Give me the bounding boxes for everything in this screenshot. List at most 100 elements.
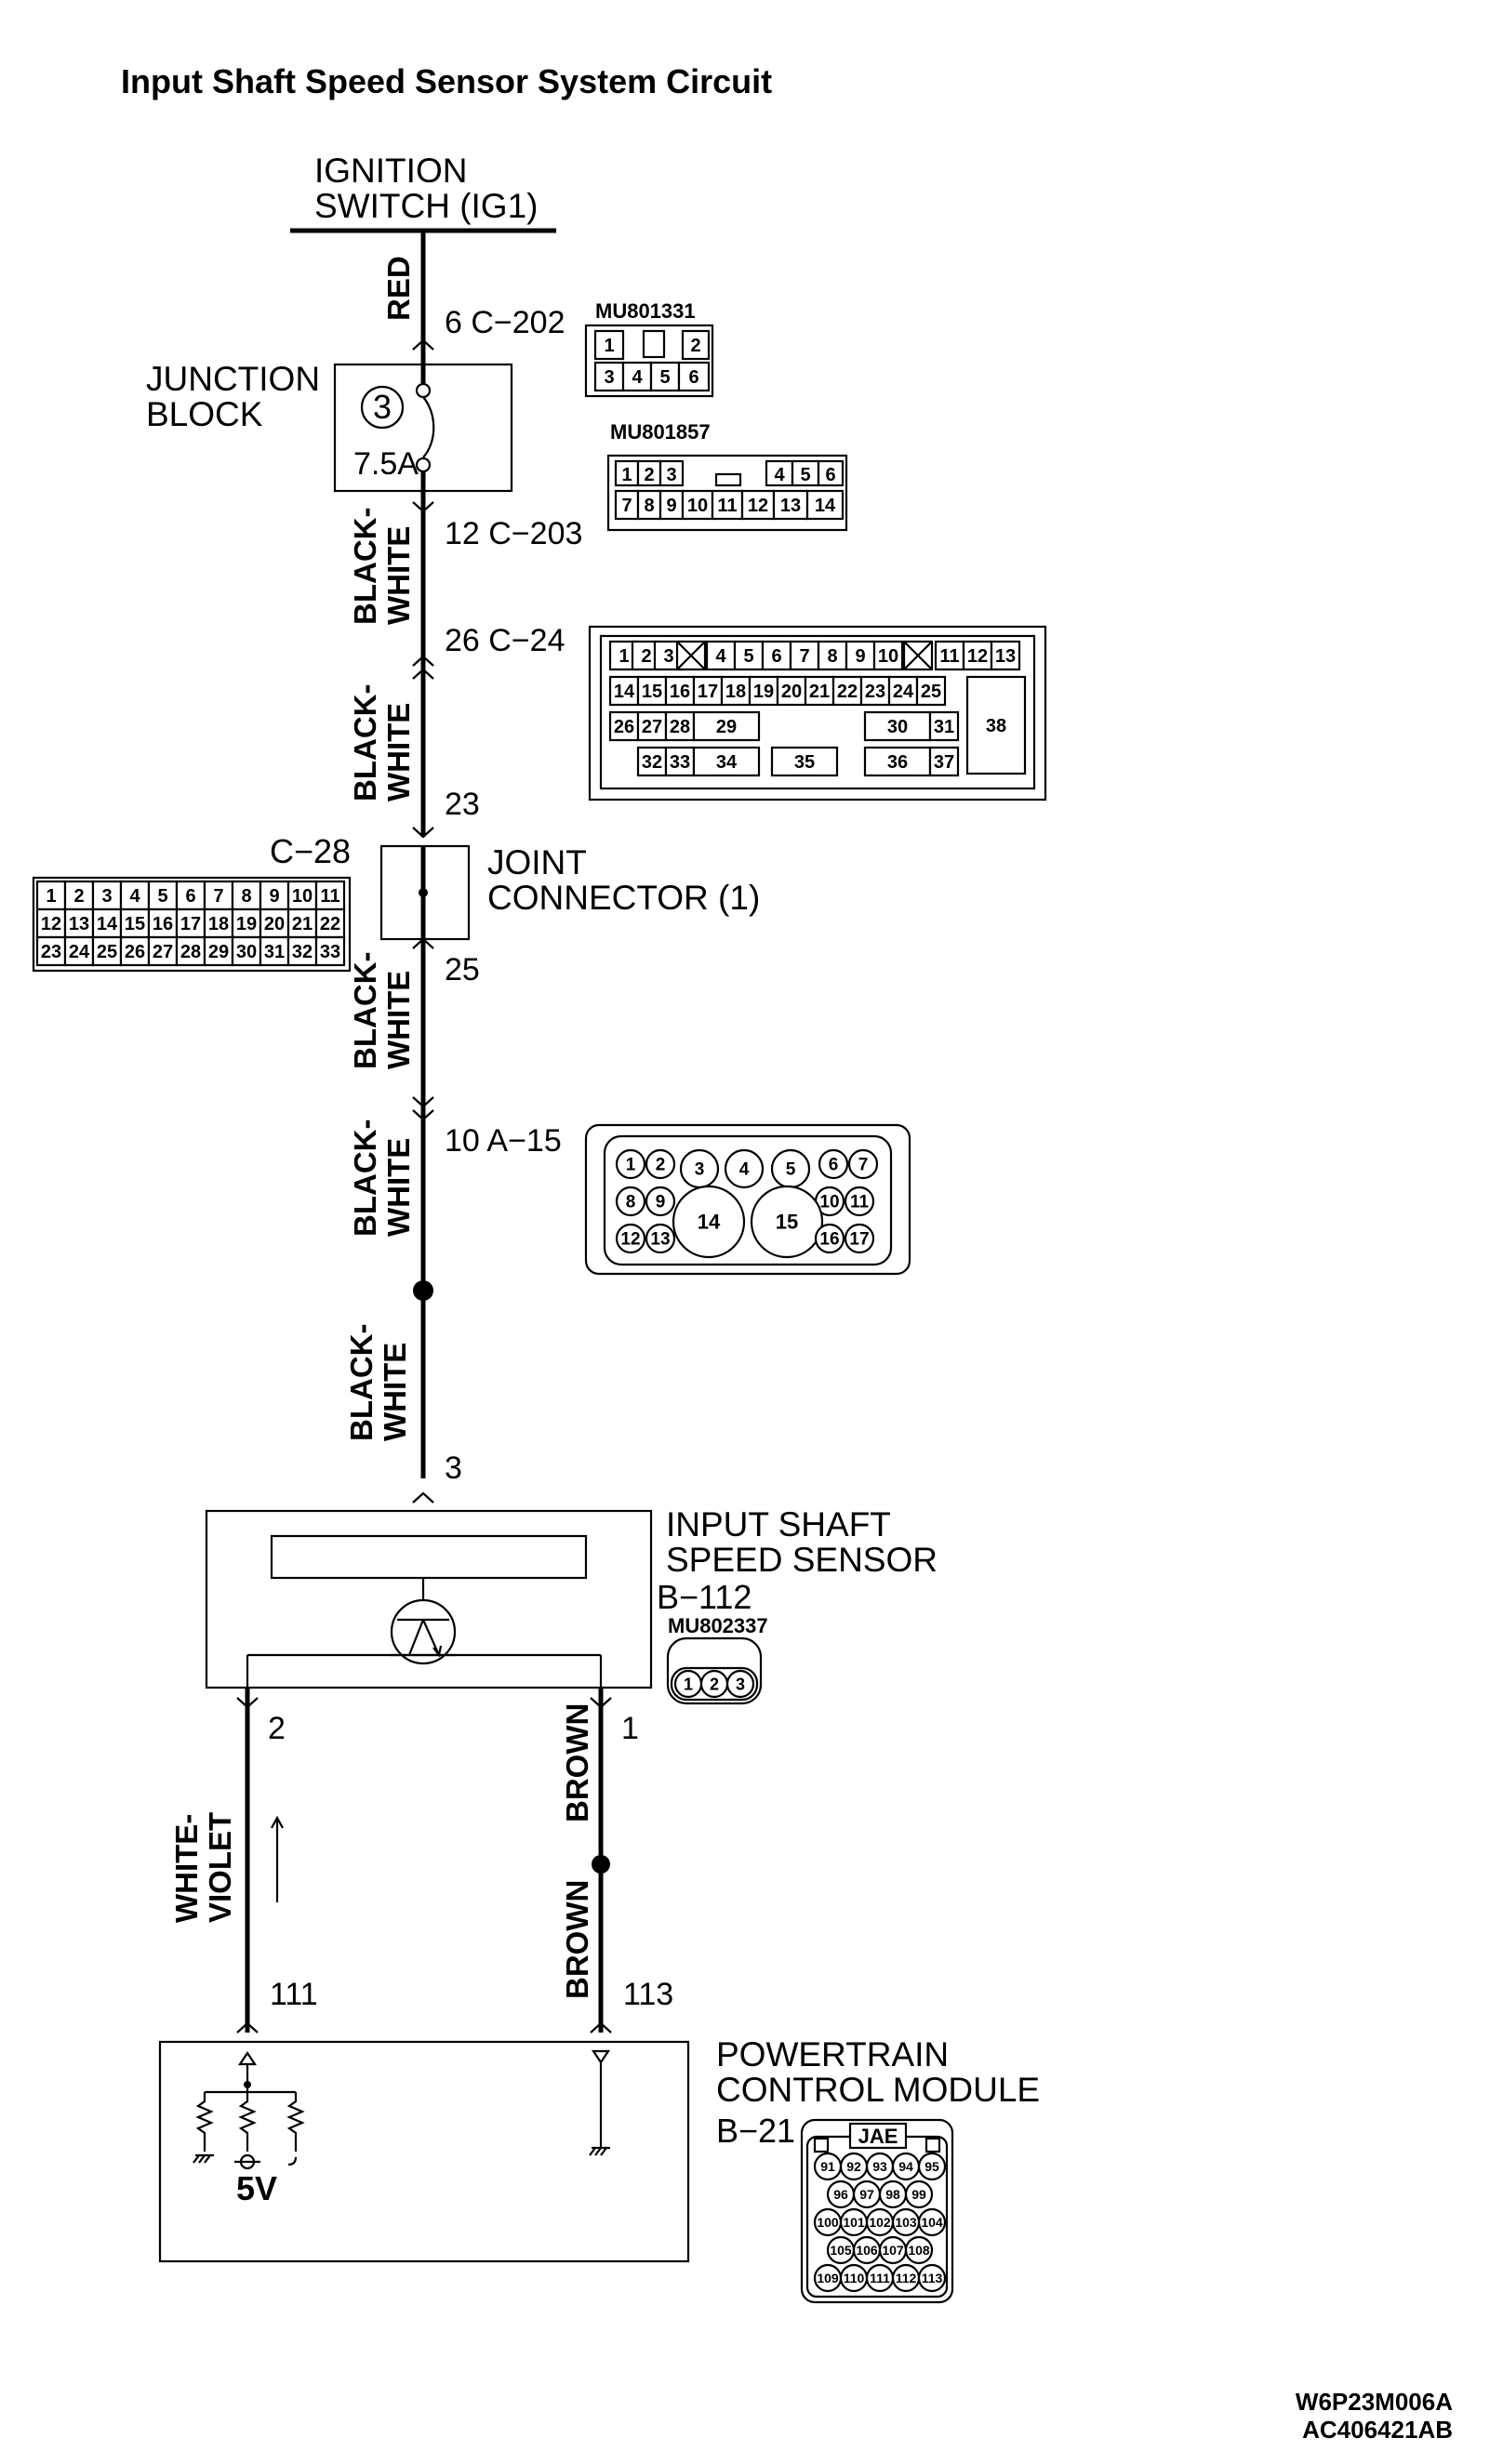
c24-pin-8: 8 xyxy=(827,646,837,667)
splice-dot-brown xyxy=(592,1855,610,1874)
c28-pin-25: 25 xyxy=(97,942,117,962)
wire-label-wv-1: WHITE- xyxy=(169,1814,204,1923)
pin-113: 113 xyxy=(623,1977,673,2012)
c28-pin-4: 4 xyxy=(129,886,140,907)
c24-pin-31: 31 xyxy=(934,717,954,737)
b21-pin-98: 98 xyxy=(885,2187,900,2202)
c203-pin-6: 6 xyxy=(825,465,835,485)
signal-direction-arrow-icon xyxy=(271,1815,284,1902)
b21-pin-103: 103 xyxy=(895,2215,917,2230)
b112-pin-1: 1 xyxy=(684,1675,693,1693)
c203-pin-12: 12 xyxy=(748,496,768,516)
c203-pin-3: 3 xyxy=(666,465,676,485)
c28-pin-21: 21 xyxy=(292,914,313,934)
a15-pin-11-shape xyxy=(844,1186,875,1217)
c203-pin-4: 4 xyxy=(774,465,785,485)
c24-blank-mark xyxy=(676,641,706,670)
fuse-rating: 7.5A xyxy=(353,446,419,482)
c28-pin-17: 17 xyxy=(180,914,201,934)
wire-label-brown-1: BROWN xyxy=(560,1703,594,1822)
a15-pin-17: 17 xyxy=(849,1230,869,1250)
figure-code-1: W6P23M006A xyxy=(1296,2388,1453,2416)
c202-pin-2: 2 xyxy=(690,336,700,356)
c24-pin-25-cell xyxy=(915,675,947,707)
c24-pin-19: 19 xyxy=(753,682,774,702)
c24-pin-24: 24 xyxy=(893,682,914,702)
junction-label-1: JUNCTION xyxy=(146,360,320,398)
b21-pin-96: 96 xyxy=(833,2187,848,2202)
a15-pin-14: 14 xyxy=(698,1211,721,1234)
c203-pin-10: 10 xyxy=(687,496,708,516)
a15-pin-5: 5 xyxy=(786,1160,796,1180)
b21-pin-112: 112 xyxy=(896,2271,917,2285)
c28-pin-9: 9 xyxy=(269,886,279,907)
c202-part: MU801331 xyxy=(595,299,696,323)
pcm-label-1: POWERTRAIN xyxy=(716,2035,949,2073)
wire-label-bw-5a: BLACK- xyxy=(344,1324,379,1441)
pcm-voltage: 5V xyxy=(236,2169,277,2207)
c28-pin-15: 15 xyxy=(125,914,145,934)
c28-pin-20: 20 xyxy=(264,914,285,934)
c24-pin-10-cell xyxy=(872,640,904,671)
c28-pin-18: 18 xyxy=(208,914,229,934)
pin-1: 1 xyxy=(621,1711,639,1746)
c28-pin-4-cell xyxy=(119,880,151,911)
c24-pin-38: 38 xyxy=(986,716,1006,736)
sensor-label-1: INPUT SHAFT xyxy=(666,1505,891,1543)
c24-pin-25: 25 xyxy=(921,682,941,702)
b21-pin-94: 94 xyxy=(898,2159,913,2174)
a15-pin-9: 9 xyxy=(656,1193,666,1212)
b21-pin-97: 97 xyxy=(859,2187,874,2202)
c28-pin-19: 19 xyxy=(236,914,257,934)
a15-pin-17-shape xyxy=(844,1223,875,1254)
pin-2: 2 xyxy=(268,1711,286,1746)
wire-labels-black-white: BLACK- WHITE BLACK- WHITE BLACK- WHITE B… xyxy=(344,508,416,1441)
c203-pin-11: 11 xyxy=(717,496,737,516)
fuse-number-circle xyxy=(360,385,405,430)
b21-pin-109: 109 xyxy=(817,2271,839,2285)
b112-pin-3: 3 xyxy=(736,1675,745,1693)
c28-pin-31-cell xyxy=(259,935,290,967)
c24-pin-28: 28 xyxy=(670,717,690,737)
c24-pin-12-cell xyxy=(962,640,993,671)
c24-pin-6: 6 xyxy=(771,646,781,667)
c24-pin-5-cell xyxy=(733,640,765,671)
b21-pin-95-shape xyxy=(917,2152,947,2181)
c24-pin-34: 34 xyxy=(716,752,738,773)
pin-c203: 12 C−203 xyxy=(445,516,582,551)
b21-pin-107: 107 xyxy=(882,2243,904,2258)
c28-pin-23: 23 xyxy=(41,942,61,962)
c24-pin-1: 1 xyxy=(619,646,629,667)
c24-pin-14: 14 xyxy=(614,682,635,702)
a15-pin-8-shape xyxy=(615,1186,646,1217)
c28-pin-11: 11 xyxy=(320,886,339,907)
c24-pin-34-cell xyxy=(692,746,761,777)
c203-pin-9: 9 xyxy=(666,496,676,516)
pin-111: 111 xyxy=(270,1977,318,2012)
c28-pin-5: 5 xyxy=(157,886,167,907)
c24-pin-23: 23 xyxy=(865,682,885,702)
c28-pin-29: 29 xyxy=(208,942,229,962)
c24-pin-5: 5 xyxy=(743,646,753,667)
c24-pin-35: 35 xyxy=(794,752,815,773)
c24-pin-31-cell xyxy=(928,710,960,742)
c28-pin-33-cell xyxy=(314,935,346,967)
a15-pin-2: 2 xyxy=(656,1156,666,1175)
c28-pin-20-cell xyxy=(259,907,290,939)
a15-pin-8: 8 xyxy=(626,1193,636,1212)
c202-pin-6: 6 xyxy=(688,367,698,388)
b21-pin-110: 110 xyxy=(844,2271,865,2285)
c24-pin-18: 18 xyxy=(725,682,746,702)
a15-pin-11: 11 xyxy=(850,1193,870,1212)
b21-pin-99-shape xyxy=(904,2179,934,2209)
a15-pin-4-shape xyxy=(724,1148,765,1189)
c28-pin-22: 22 xyxy=(320,914,340,934)
figure-code-2: AC406421AB xyxy=(1302,2416,1453,2444)
a15-pin-13: 13 xyxy=(650,1230,670,1250)
c24-pin-8-cell xyxy=(817,640,848,671)
wire-label-bw-3b: WHITE xyxy=(381,971,416,1069)
c24-pin-29-cell xyxy=(692,710,761,742)
c203-pin-1: 1 xyxy=(621,465,632,485)
c24-pin-11: 11 xyxy=(939,646,959,667)
